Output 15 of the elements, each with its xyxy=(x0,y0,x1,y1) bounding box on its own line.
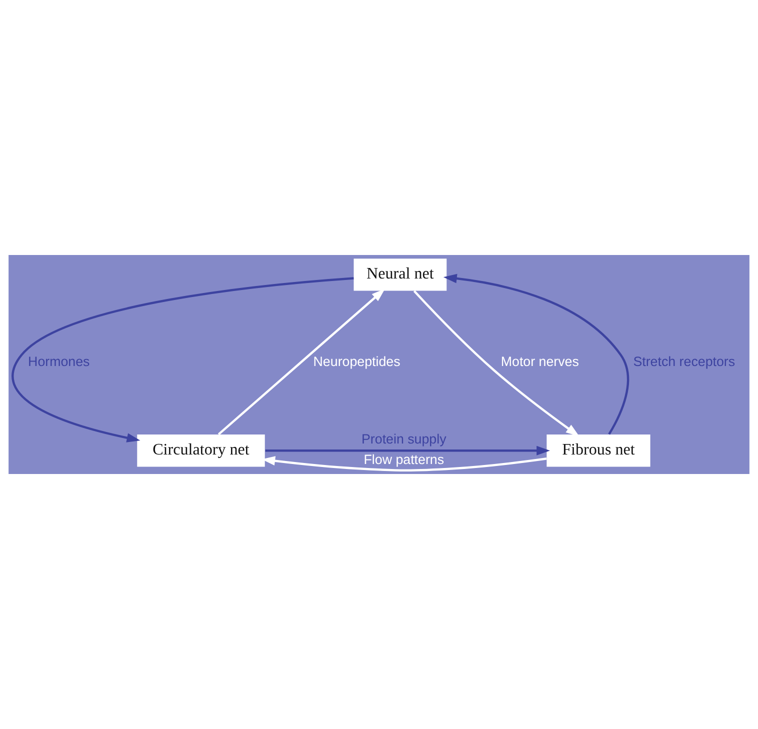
arrow xyxy=(413,290,580,436)
edge-label: Motor nerves xyxy=(500,354,579,369)
node-box: Neural net xyxy=(354,258,447,291)
arrow xyxy=(443,274,630,435)
edge-label: Neuropeptides xyxy=(313,354,400,369)
arrow xyxy=(265,446,550,456)
arrow xyxy=(12,277,354,442)
arrow xyxy=(262,456,547,472)
edge-label: Protein supply xyxy=(362,431,446,446)
edge-label: Hormones xyxy=(28,354,90,369)
arrow xyxy=(218,288,386,436)
edge-label: Stretch receptors xyxy=(633,354,736,369)
node-box: Circulatory net xyxy=(137,434,265,467)
edge-label: Flow patterns xyxy=(364,452,444,468)
node-box: Fibrous net xyxy=(546,434,650,467)
